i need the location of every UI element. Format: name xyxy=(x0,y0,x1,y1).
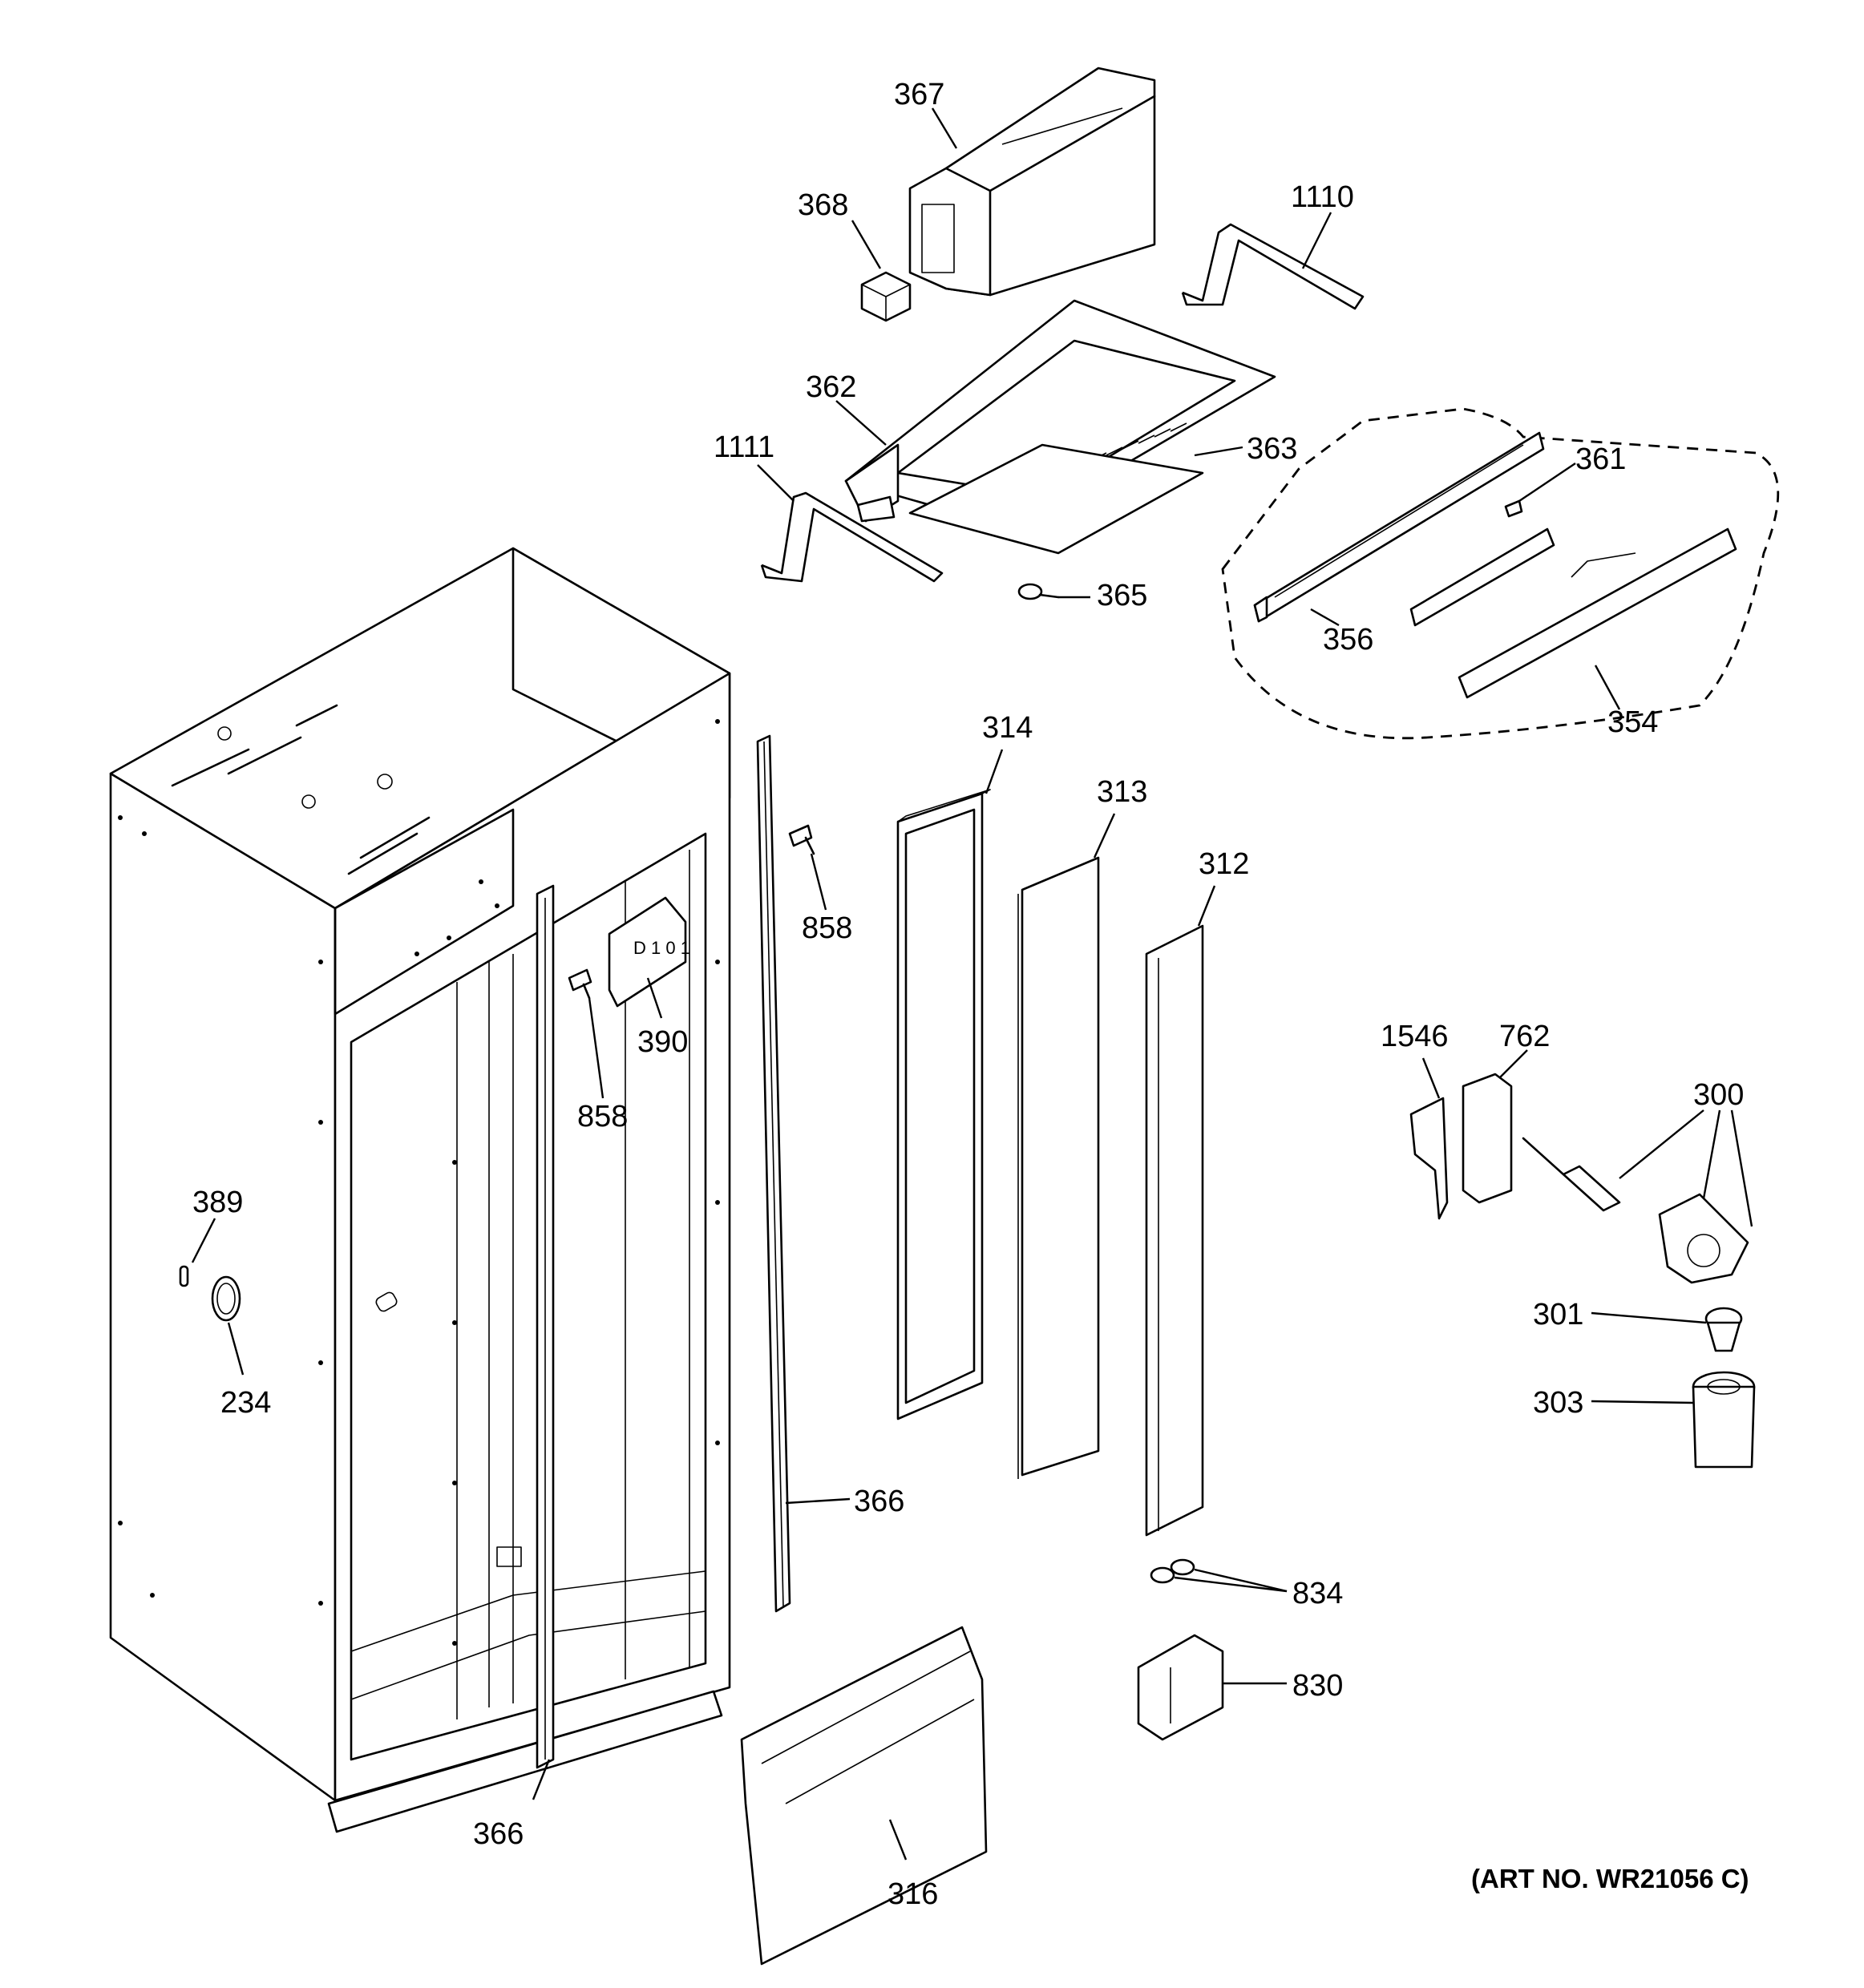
part-313-panel xyxy=(1017,856,1100,1479)
part-368-block xyxy=(860,271,912,322)
label-1110: 1110 xyxy=(1291,180,1354,214)
label-389: 389 xyxy=(192,1186,243,1219)
part-858-screw-a xyxy=(788,824,815,855)
part-366-strip-left xyxy=(536,884,555,1769)
part-1546-bracket xyxy=(1409,1097,1449,1220)
label-365: 365 xyxy=(1097,579,1147,612)
leader-lines xyxy=(191,107,1753,1861)
label-301: 301 xyxy=(1533,1298,1583,1331)
label-362: 362 xyxy=(806,370,856,404)
part-830-bracket xyxy=(1137,1634,1224,1741)
label-303: 303 xyxy=(1533,1386,1583,1420)
label-830: 830 xyxy=(1292,1669,1343,1703)
label-858-right: 858 xyxy=(802,911,852,945)
cabinet-case xyxy=(109,547,731,1833)
label-834: 834 xyxy=(1292,1577,1343,1610)
part-316-panel xyxy=(740,1626,988,1966)
label-762: 762 xyxy=(1499,1020,1550,1053)
part-301-valve xyxy=(1704,1307,1743,1352)
part-356-frame xyxy=(1253,431,1545,623)
label-361: 361 xyxy=(1575,442,1626,476)
part-314-panel xyxy=(896,789,991,1420)
part-1111-bracket xyxy=(760,491,944,583)
label-356: 356 xyxy=(1323,623,1373,657)
part-1110-bracket xyxy=(1181,223,1365,310)
control-board xyxy=(1409,527,1555,627)
label-312: 312 xyxy=(1199,847,1249,881)
control-panel-group xyxy=(1221,407,1780,740)
label-366-left: 366 xyxy=(473,1817,524,1851)
part-303-filter xyxy=(1692,1371,1756,1469)
part-234-vent xyxy=(211,1275,241,1322)
part-834-bumpers xyxy=(1150,1558,1195,1584)
part-858-screw-b xyxy=(568,968,592,1000)
label-363: 363 xyxy=(1247,432,1297,466)
part-312-panel xyxy=(1145,924,1204,1537)
part-354-panel xyxy=(1458,527,1737,699)
label-390: 390 xyxy=(637,1025,688,1059)
part-300-filter-head xyxy=(1522,1137,1749,1284)
part-366-strip-right xyxy=(756,734,791,1613)
svg-text:D 1 0 1: D 1 0 1 xyxy=(633,938,690,958)
part-363-cover xyxy=(908,443,1204,555)
label-300: 300 xyxy=(1693,1078,1744,1112)
part-367-duct xyxy=(908,67,1156,297)
label-314: 314 xyxy=(982,711,1033,745)
part-361-screw xyxy=(1504,499,1523,518)
label-858-left: 858 xyxy=(577,1100,628,1133)
art-number: (ART NO. WR21056 C) xyxy=(1471,1864,1749,1893)
label-366-right: 366 xyxy=(854,1485,904,1518)
label-367: 367 xyxy=(894,78,944,111)
label-1546: 1546 xyxy=(1381,1020,1449,1053)
label-234: 234 xyxy=(220,1386,271,1420)
part-labels: 367 368 1110 362 1111 363 361 365 356 35… xyxy=(192,78,1749,1911)
label-313: 313 xyxy=(1097,775,1147,809)
label-316: 316 xyxy=(888,1877,938,1911)
part-365-clip xyxy=(1017,583,1060,600)
part-762-insulation xyxy=(1462,1073,1513,1204)
part-390-plate: D 1 0 1 xyxy=(608,896,690,1008)
label-354: 354 xyxy=(1607,705,1658,739)
label-368: 368 xyxy=(798,188,848,222)
part-389-pin xyxy=(179,1265,189,1287)
label-1111: 1111 xyxy=(714,430,774,464)
